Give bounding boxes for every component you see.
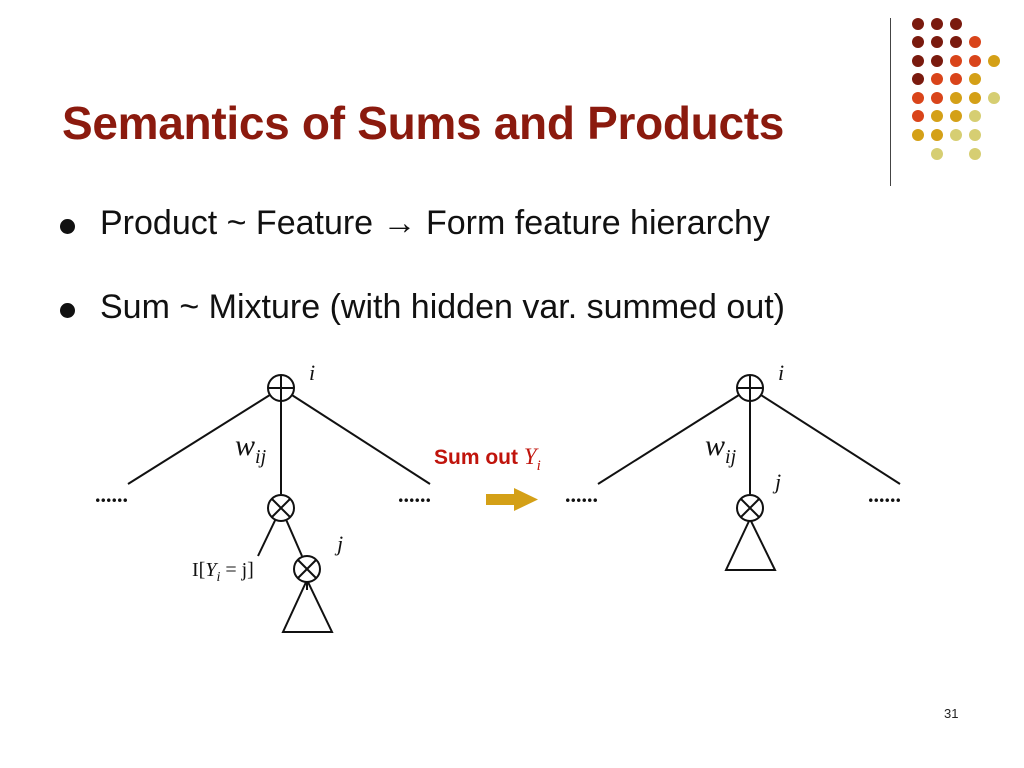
dot	[969, 110, 981, 122]
dot-row-7	[912, 129, 981, 141]
dot	[969, 129, 981, 141]
left-product-node	[267, 494, 295, 522]
page-number: 31	[944, 706, 959, 721]
slide-title: Semantics of Sums and Products	[62, 97, 785, 149]
dot-row-4	[912, 73, 981, 85]
subtree-triangle	[281, 577, 334, 633]
dot	[950, 92, 962, 104]
edge-left	[597, 387, 751, 485]
dot	[988, 55, 1000, 67]
dot	[931, 110, 943, 122]
dot	[950, 73, 962, 85]
decorative-dot-grid	[912, 18, 1000, 160]
dot	[931, 129, 943, 141]
dot	[912, 92, 924, 104]
dot	[931, 73, 943, 85]
dot	[931, 18, 943, 30]
dot	[931, 36, 943, 48]
dot	[969, 148, 981, 160]
left-ellipsis-left: ......	[95, 482, 128, 507]
dot-row-6	[912, 110, 981, 122]
left-sum-node	[267, 374, 295, 402]
left-product-node-2	[293, 555, 321, 583]
left-sum-label: i	[309, 360, 315, 385]
dot	[950, 36, 962, 48]
left-ellipsis-right: ......	[398, 482, 431, 507]
indicator-label: I[Yi = j]	[192, 559, 254, 585]
dot-row-1	[912, 18, 962, 30]
dot	[931, 55, 943, 67]
dot	[950, 110, 962, 122]
dot	[912, 18, 924, 30]
left-child-label: j	[334, 531, 343, 556]
subtree-triangle	[724, 516, 777, 571]
bullet-dot-icon	[60, 219, 75, 234]
left-tree	[127, 387, 431, 633]
bullet-text: Sum ~ Mixture (with hidden var. summed o…	[100, 288, 785, 326]
dot-row-5	[912, 92, 1000, 104]
right-ellipsis-left: ......	[565, 482, 598, 507]
right-arrow-icon	[486, 488, 538, 511]
dot	[912, 36, 924, 48]
dot	[912, 110, 924, 122]
dot-row-3	[912, 55, 1000, 67]
right-weight-label: wij	[705, 429, 737, 468]
dot	[931, 92, 943, 104]
right-sum-node	[736, 374, 764, 402]
edge-right	[280, 387, 431, 485]
dot	[988, 92, 1000, 104]
dot	[969, 36, 981, 48]
dot	[969, 92, 981, 104]
bullet-dot-icon	[60, 303, 75, 318]
left-weight-label: wij	[235, 429, 267, 468]
right-sum-label: i	[778, 360, 784, 385]
right-product-node	[736, 494, 764, 522]
right-ellipsis-right: ......	[868, 482, 901, 507]
right-tree	[597, 387, 901, 571]
right-child-label: j	[772, 469, 781, 494]
edge-right	[749, 387, 901, 485]
dot-row-8	[931, 148, 981, 160]
dot	[950, 55, 962, 67]
dot	[950, 18, 962, 30]
dot	[969, 73, 981, 85]
dot-row-2	[912, 36, 981, 48]
dot	[912, 55, 924, 67]
bullet-text: Product ~ Feature → Form feature hierarc…	[100, 204, 770, 242]
sum-out-label: Sum out Yi	[434, 444, 541, 474]
dot	[931, 148, 943, 160]
divider-line	[890, 18, 891, 186]
dot	[969, 55, 981, 67]
dot	[912, 73, 924, 85]
dot	[912, 129, 924, 141]
dot	[950, 129, 962, 141]
edge-left	[127, 387, 282, 485]
